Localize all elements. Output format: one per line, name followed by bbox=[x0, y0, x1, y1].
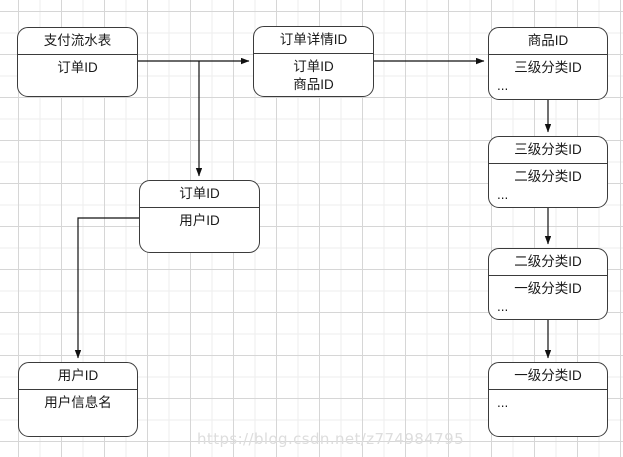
entity-box-payment-flow[interactable]: 支付流水表订单ID bbox=[17, 27, 138, 97]
watermark-text: https://blog.csdn.net/z774984795 bbox=[197, 430, 465, 448]
entity-box-order-detail[interactable]: 订单详情ID 订单ID 商品ID bbox=[253, 26, 374, 97]
entity-title-order: 订单ID bbox=[140, 181, 259, 208]
entity-title-order-detail: 订单详情ID bbox=[254, 27, 373, 54]
entity-body-user: 用户信息名 bbox=[19, 390, 137, 416]
entity-field: 商品ID bbox=[293, 76, 334, 92]
entity-field: ... bbox=[497, 298, 509, 314]
connector-order-to-user bbox=[74, 217, 139, 359]
entity-title-category-l3: 三级分类ID bbox=[489, 137, 607, 164]
entity-box-order[interactable]: 订单ID 用户ID bbox=[139, 180, 260, 253]
entity-field: 二级分类ID bbox=[514, 168, 582, 184]
entity-title-category-l1: 一级分类ID bbox=[489, 363, 607, 390]
entity-field: 订单ID bbox=[57, 59, 98, 75]
entity-field: ... bbox=[497, 186, 509, 202]
entity-box-category-l1[interactable]: 一级分类ID... bbox=[488, 362, 608, 437]
entity-field: 订单ID bbox=[293, 58, 334, 74]
entity-field: ... bbox=[497, 394, 509, 410]
entity-title-product: 商品ID bbox=[489, 28, 607, 55]
entity-field: ... bbox=[497, 77, 509, 93]
entity-title-payment-flow: 支付流水表 bbox=[18, 28, 137, 55]
entity-body-order: 用户ID bbox=[140, 208, 259, 234]
entity-field: 用户ID bbox=[179, 212, 220, 228]
entity-field: 三级分类ID bbox=[514, 59, 582, 75]
entity-body-payment-flow: 订单ID bbox=[18, 55, 137, 81]
entity-body-category-l3: 二级分类ID... bbox=[489, 164, 607, 208]
entity-box-user[interactable]: 用户ID 用户信息名 bbox=[18, 362, 138, 437]
entity-title-category-l2: 二级分类ID bbox=[489, 249, 607, 276]
entity-body-order-detail: 订单ID 商品ID bbox=[254, 54, 373, 97]
entity-field: 用户信息名 bbox=[44, 394, 112, 410]
entity-title-user: 用户ID bbox=[19, 363, 137, 390]
entity-body-category-l1: ... bbox=[489, 390, 607, 416]
entity-body-category-l2: 一级分类ID... bbox=[489, 276, 607, 320]
entity-field: 一级分类ID bbox=[514, 280, 582, 296]
entity-body-product: 三级分类ID... bbox=[489, 55, 607, 99]
